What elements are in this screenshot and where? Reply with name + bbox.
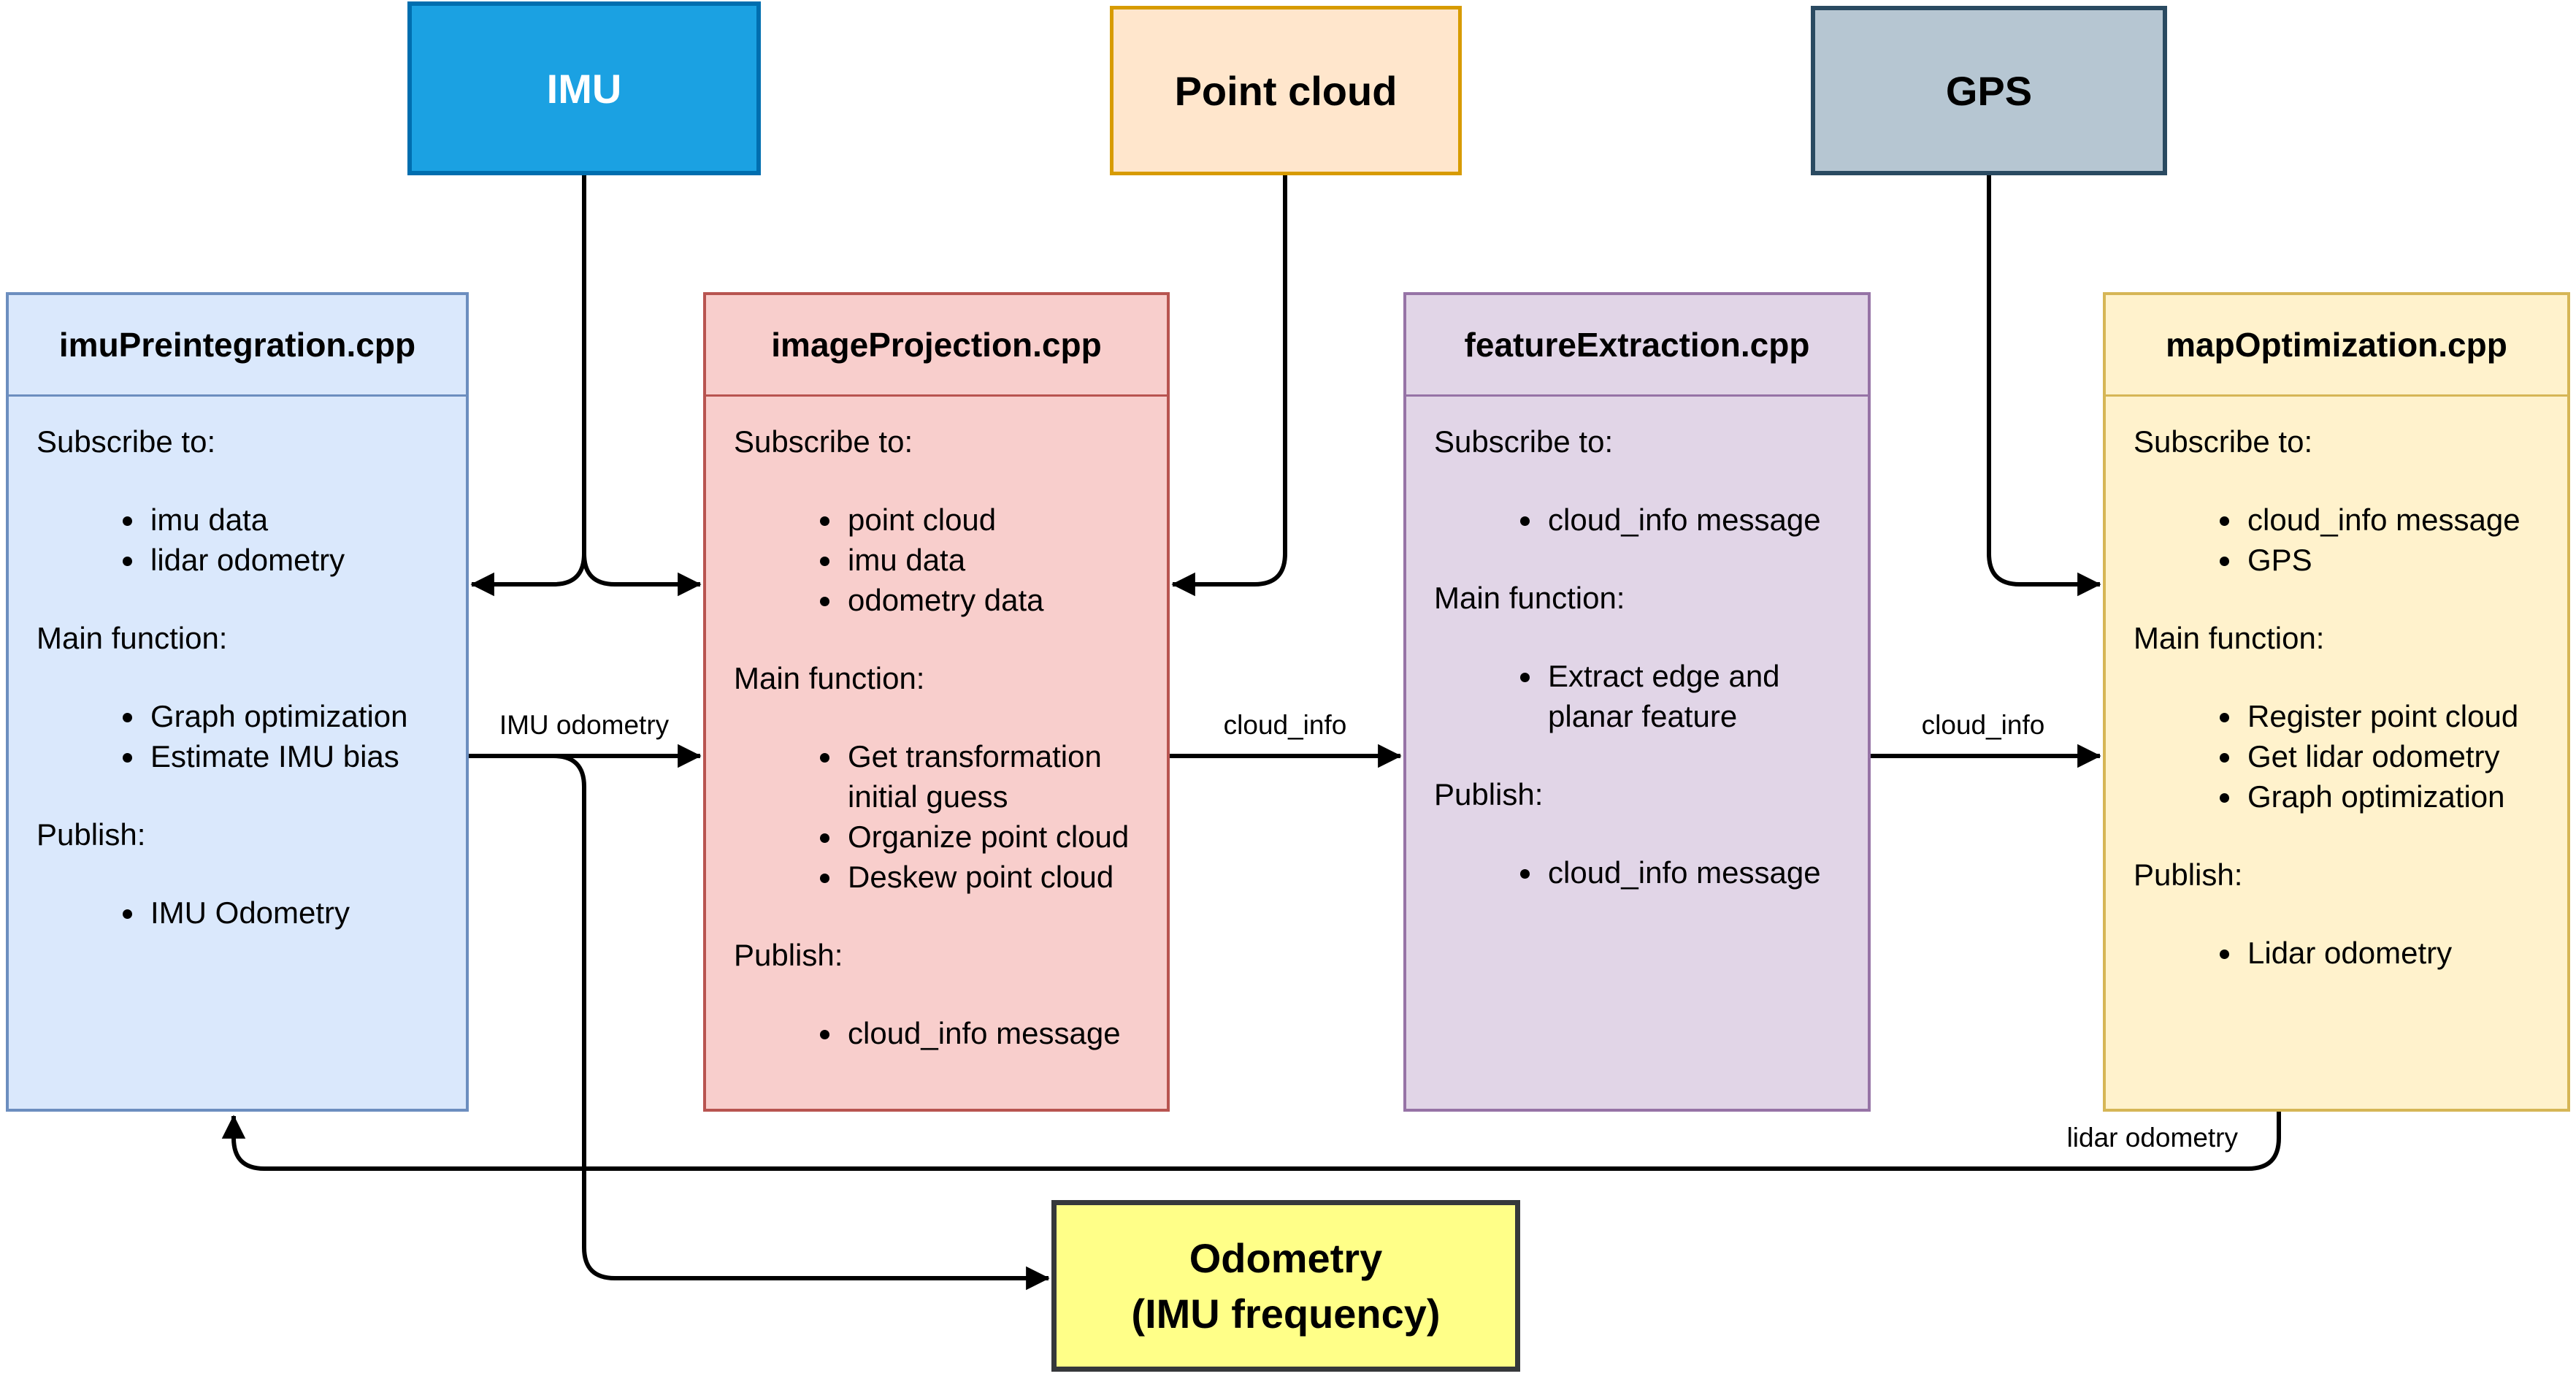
bullet-item: lidar odometry [146,540,450,580]
bullet-list: point cloudimu dataodometry data [734,500,1151,620]
source-label-point-cloud: Point cloud [1174,67,1398,114]
edge-label-imu-odometry: IMU odometry [499,710,670,740]
node-image-projection: imageProjection.cpp Subscribe to: point … [703,292,1170,1112]
edge-label-cloud-info-1: cloud_info [1223,710,1347,740]
source-box-point-cloud: Point cloud [1110,6,1462,175]
bullet-list: cloud_info message [1434,852,1852,893]
node-title: mapOptimization.cpp [2106,295,2567,397]
section-heading: Subscribe to: [2134,424,2313,459]
node-body: Subscribe to: imu datalidar odometry Mai… [9,397,466,985]
bullet-item: Lidar odometry [2243,933,2551,973]
bullet-item: Estimate IMU bias [146,736,450,776]
bullet-item: odometry data [843,580,1151,620]
output-line1: Odometry [1189,1234,1383,1281]
edge-pointcloud-to-imageprojection [1171,175,1287,597]
bullet-item: cloud_info message [1544,500,1852,540]
bullet-item: GPS [2243,540,2551,580]
bullet-item: Register point cloud [2243,696,2551,736]
bullet-list: imu datalidar odometry [37,500,450,580]
bullet-list: Get transformation initial guessOrganize… [734,736,1151,897]
edge-imu-to-imupreintegration [470,553,586,597]
node-body: Subscribe to: cloud_info messageGPS Main… [2106,397,2567,1025]
bullet-list: Lidar odometry [2134,933,2551,973]
node-map-optimization: mapOptimization.cpp Subscribe to: cloud_… [2103,292,2570,1112]
section-heading: Main function: [2134,621,2325,656]
section-heading: Subscribe to: [37,424,216,459]
section-heading: Main function: [1434,581,1625,616]
bullet-item: Organize point cloud [843,817,1151,857]
bullet-item: Get transformation initial guess [843,736,1151,817]
bullet-list: cloud_info messageGPS [2134,500,2551,580]
bullet-item: IMU Odometry [146,893,450,933]
bullet-list: cloud_info message [734,1013,1151,1053]
bullet-item: cloud_info message [1544,852,1852,893]
section-heading: Publish: [37,817,146,852]
bullet-list: Register point cloudGet lidar odometryGr… [2134,696,2551,817]
source-label-gps: GPS [1945,67,2033,114]
node-title: imuPreintegration.cpp [9,295,466,397]
section-heading: Subscribe to: [1434,424,1614,459]
edge-label-cloud-info-2: cloud_info [1921,710,2045,740]
bullet-item: imu data [146,500,450,540]
edge-label-lidar-odometry: lidar odometry [2066,1123,2238,1153]
source-box-imu: IMU [407,1,761,175]
bullet-item: Get lidar odometry [2243,736,2551,776]
output-box-odometry: Odometry (IMU frequency) [1051,1200,1520,1372]
section-heading: Publish: [1434,777,1544,812]
bullet-item: cloud_info message [843,1013,1151,1053]
bullet-item: Graph optimization [2243,776,2551,817]
bullet-item: Extract edge and planar feature [1544,656,1852,736]
bullet-list: cloud_info message [1434,500,1852,540]
bullet-item: cloud_info message [2243,500,2551,540]
source-label-imu: IMU [546,65,622,112]
bullet-list: Graph optimizationEstimate IMU bias [37,696,450,776]
node-body: Subscribe to: point cloudimu dataodometr… [706,397,1167,1106]
output-line2: (IMU frequency) [1131,1290,1441,1337]
node-feature-extraction: featureExtraction.cpp Subscribe to: clou… [1403,292,1871,1112]
bullet-item: Deskew point cloud [843,857,1151,897]
bullet-item: Graph optimization [146,696,450,736]
node-title: imageProjection.cpp [706,295,1167,397]
bullet-list: IMU Odometry [37,893,450,933]
section-heading: Main function: [734,661,925,696]
section-heading: Subscribe to: [734,424,913,459]
node-imu-preintegration: imuPreintegration.cpp Subscribe to: imu … [6,292,469,1112]
bullet-item: imu data [843,540,1151,580]
section-heading: Publish: [734,938,843,973]
node-title: featureExtraction.cpp [1406,295,1868,397]
edge-gps-to-mapoptimization [1987,175,2101,597]
source-box-gps: GPS [1811,6,2167,175]
edge-imu-to-imageprojection [582,553,702,597]
section-heading: Main function: [37,621,228,656]
node-body: Subscribe to: cloud_info message Main fu… [1406,397,1868,945]
bullet-item: point cloud [843,500,1151,540]
bullet-list: Extract edge and planar feature [1434,656,1852,736]
section-heading: Publish: [2134,857,2243,893]
